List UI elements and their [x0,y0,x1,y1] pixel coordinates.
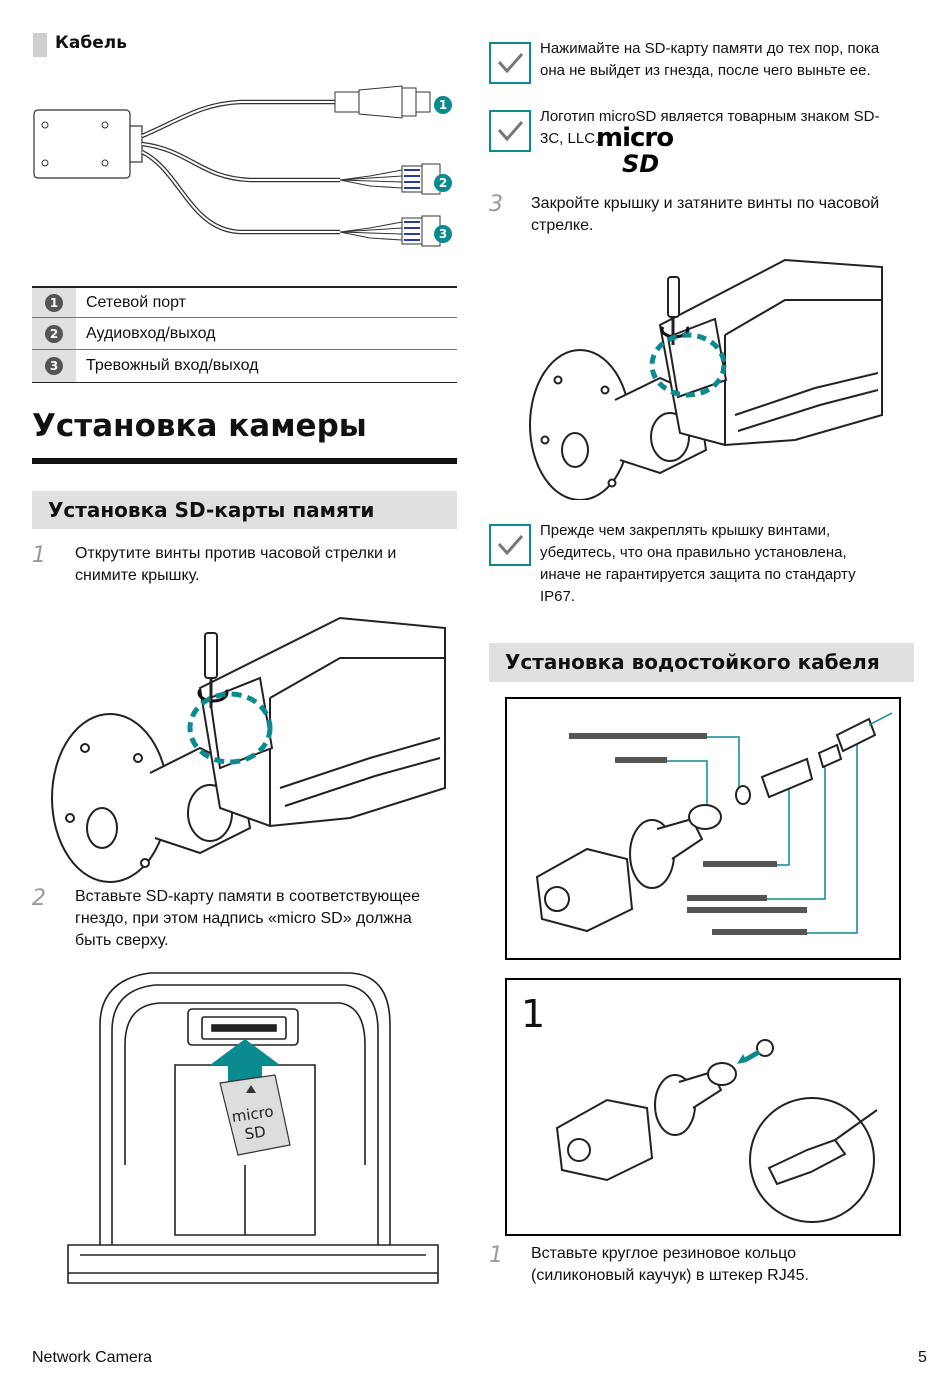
step-text: Вставьте круглое резиновое кольцо (силик… [531,1245,809,1284]
note-text: Нажимайте на SD-карту памяти до тех пор,… [540,40,880,79]
row-number-badge: 1 [45,293,63,312]
figure-step-number: 1 [521,992,546,1036]
cable-diagram [33,85,441,247]
section-heading-sd: Установка SD-карты памяти [32,491,457,529]
microsd-logo-line2: SD [622,150,660,178]
table-row: 2 Аудиовход/выход [32,318,457,350]
callout-3: 3 [434,225,452,243]
camera-close-illustration [529,258,883,500]
cable-table: 1 Сетевой порт 2 Аудиовход/выход 3 Трево… [32,286,457,383]
sd-insert-illustration: micro SD [60,965,445,1305]
table-cell-label: Аудиовход/выход [86,324,216,342]
step-text: Открутите винты против часовой стрелки и… [75,545,397,584]
note-text: Логотип microSD является товарным знаком… [540,108,880,147]
step-number: 1 [32,543,46,568]
table-row: 1 Сетевой порт [32,286,457,318]
camera-cover-illustration [51,616,446,883]
row-number-badge: 2 [45,324,63,343]
waterproof-step1-figure: 1 [505,978,901,1236]
check-icon [489,524,531,566]
waterproof-exploded-diagram [505,697,901,960]
callout-2: 2 [434,174,452,192]
section-heading-waterproof: Установка водостойкого кабеля [489,643,914,682]
table-cell-label: Тревожный вход/выход [86,357,259,374]
step-number: 1 [489,1243,503,1268]
footer-title: Network Camera [32,1349,153,1366]
step-text: Вставьте SD-карту памяти в соответствующ… [75,888,421,949]
cable-heading-marker [33,33,47,57]
table-cell-label: Сетевой порт [86,293,187,311]
microsd-logo-line1: micro [596,123,674,153]
page-number: 5 [918,1349,927,1366]
title-rule [32,458,457,464]
microsd-logo: micro SD [596,124,684,180]
row-number-badge: 3 [45,357,63,375]
callout-1: 1 [434,96,452,114]
note-text: Прежде чем закреплять крышку винтами, уб… [540,522,856,605]
step-number: 3 [489,192,503,217]
table-row: 3 Тревожный вход/выход [32,350,457,383]
check-icon [489,110,531,152]
check-icon [489,42,531,84]
page-title: Установка камеры [32,408,367,444]
step-number: 2 [32,886,46,911]
step-text: Закройте крышку и затяните винты по часо… [531,195,880,234]
cable-heading: Кабель [55,33,127,53]
